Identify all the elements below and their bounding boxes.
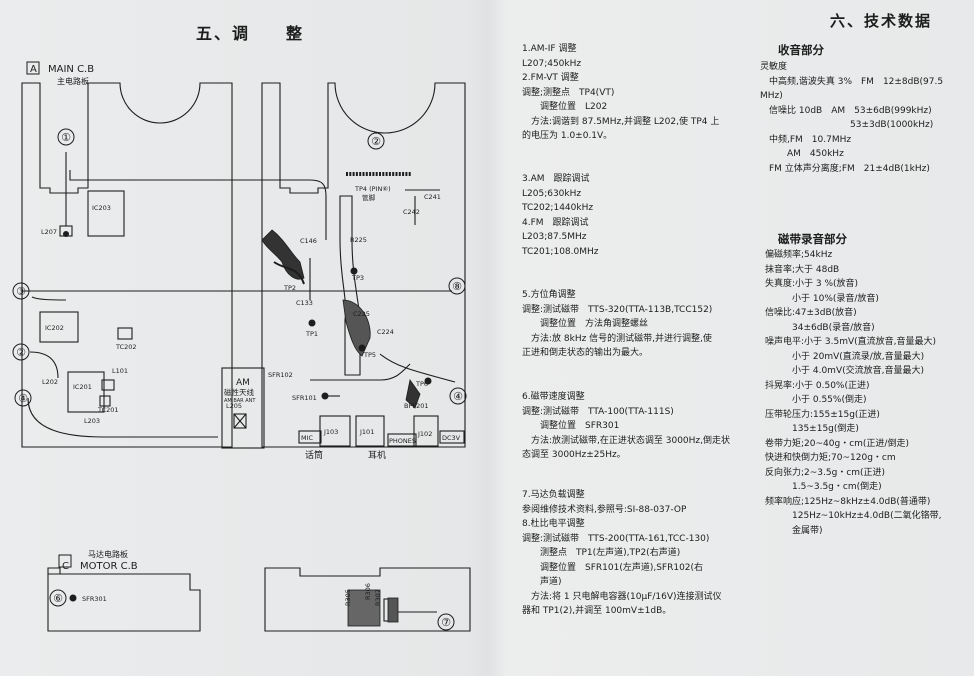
l205-coil (233, 413, 247, 429)
label-c133: C133 (296, 299, 313, 307)
label-sfr301: SFR301 (82, 595, 107, 603)
jack-dc3v-label: DC3V (442, 434, 461, 442)
label-sfr101: SFR101 (292, 394, 317, 402)
label-r306: R306 (364, 583, 372, 600)
jack-ear-cn: 耳机 (368, 449, 386, 461)
main-board-sub: 主电路板 (57, 76, 89, 86)
motor-board-sub: 马达电路板 (88, 549, 128, 559)
callout-4b: ④ (453, 390, 463, 403)
head-strip (339, 195, 361, 376)
label-tp2: TP2 (283, 284, 296, 292)
label-c225: C225 (353, 310, 370, 318)
label-c146: C146 (300, 237, 317, 245)
jack-mic-cn: 话筒 (305, 449, 323, 461)
label-r305: R305 (344, 589, 352, 606)
label-l205: L205 (226, 402, 242, 410)
label-tp6: TP6 (415, 380, 428, 388)
main-board-right-outline (261, 82, 466, 448)
adjustment-title: 五、调 整 (196, 24, 305, 43)
callout-3: ③ (16, 285, 26, 298)
label-tp1: TP1 (305, 330, 318, 338)
callout-1: ① (61, 131, 71, 144)
label-c241: C241 (424, 193, 441, 201)
callout-2b: ② (16, 346, 26, 359)
label-l207: L207 (41, 228, 57, 236)
motor-board-letter: C (62, 561, 69, 572)
tp5-area (342, 299, 371, 357)
motor-board-right-outline (264, 567, 471, 632)
ic203 (87, 190, 125, 237)
jack-dc3v (439, 430, 465, 444)
main-board-left-outline (21, 82, 233, 448)
callout-7: ⑦ (441, 616, 451, 629)
label-bpf201: BPF201 (404, 402, 429, 410)
label-tc201: TC201 (97, 406, 119, 414)
jack-j101 (355, 415, 385, 447)
radio-section-heading: 收音部分 (778, 43, 824, 57)
antenna-label-cn: 磁性天线 (224, 387, 254, 397)
motor-board-label: MOTOR C.B (80, 561, 138, 572)
label-tp5: TP5 (363, 351, 376, 359)
tp2-area (261, 229, 305, 280)
main-board-letter: A (30, 64, 37, 75)
label-ic203: IC203 (92, 204, 111, 212)
label-tp3: TP3 (351, 274, 364, 282)
motor-board-left-outline (47, 573, 201, 632)
label-ic202: IC202 (45, 324, 64, 332)
label-tp4: TP4 (PIN⑥) (354, 185, 391, 193)
label-l202: L202 (42, 378, 58, 386)
jack-mic (298, 430, 322, 444)
adjust-group-3: 5.方位角调整调整:测试磁带 TTS-320(TTA-113B,TCC152) … (522, 290, 713, 358)
antenna-label-am: AM (236, 378, 250, 388)
callout-6: ⑥ (53, 592, 63, 605)
callout-8: ⑧ (452, 280, 462, 293)
am-antenna-block (221, 367, 265, 449)
jack-j101-label: J101 (359, 428, 374, 436)
jack-mic-label: MIC (301, 434, 314, 442)
tech-data-title: 六、技术数据 (830, 12, 933, 30)
main-board-label: MAIN C.B (48, 64, 94, 75)
label-tc202: TC202 (115, 343, 137, 351)
antenna-label-en: AM BAR ANT (224, 398, 256, 404)
label-sfr102: SFR102 (268, 371, 293, 379)
callout-2: ② (371, 135, 381, 148)
jack-phones (387, 433, 417, 447)
label-ic201: IC201 (73, 383, 92, 391)
adjust-group-4: 6.磁带速度调整调整:测试磁带 TTA-100(TTA-111S) 调整位置 S… (522, 392, 731, 460)
ic201 (67, 371, 105, 413)
jack-j102 (413, 415, 439, 447)
label-c224: C224 (377, 328, 394, 336)
label-l101: L101 (112, 367, 128, 375)
jack-j103 (319, 415, 351, 447)
label-r225: R225 (350, 236, 367, 244)
callout-4: ④ (18, 392, 28, 405)
label-l203: L203 (84, 417, 100, 425)
jack-j102-label: J102 (417, 430, 432, 438)
label-c242: C242 (403, 208, 420, 216)
ic202 (39, 311, 79, 343)
pcb-diagram: ① ② ③ ⑧ ② ④ ④ ⑥ ⑦ A MAIN C.B C MOTOR C.B… (12, 61, 471, 632)
jack-phones-label: PHONES (389, 437, 416, 445)
jack-j103-label: J103 (323, 428, 338, 436)
label-tp4-sub: 管脚 (362, 193, 376, 202)
tape-section-heading: 磁带录音部分 (778, 232, 847, 246)
label-r307: R307 (374, 589, 382, 606)
